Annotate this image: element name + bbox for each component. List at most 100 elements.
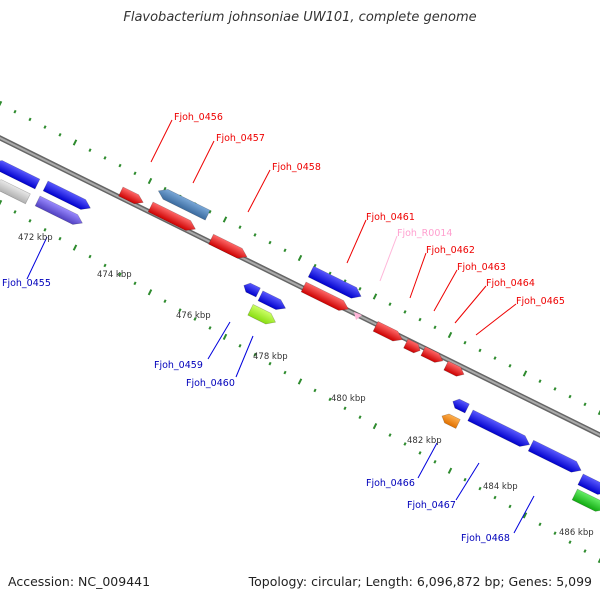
tick-mark [358,415,362,419]
tick-mark [58,133,62,137]
tick-mark [597,556,600,564]
tick-mark [493,495,497,500]
tick-mark [103,263,107,268]
label-leaders [26,119,535,534]
kbp-tick-label: 480 kbp [331,394,366,404]
gene-arrow[interactable] [147,201,198,234]
kbp-tick-label: 482 kbp [407,436,442,446]
gene-arrow[interactable] [300,281,351,314]
tick-mark [28,117,32,122]
tick-mark [328,397,332,402]
genome-summary-text: Topology: circular; Length: 6,096,872 bp… [248,574,592,589]
gene-arrow[interactable] [372,321,405,344]
tick-mark [568,540,572,544]
tick-mark [538,379,542,383]
tick-mark [283,248,287,253]
gene-arrow[interactable] [156,186,211,221]
gene-arrow[interactable] [571,488,600,515]
tick-mark [72,244,78,251]
tick-mark [403,442,407,446]
tick-mark [268,240,272,245]
gene-label[interactable]: Fjoh_0458 [272,162,321,173]
tick-mark [58,236,62,241]
tick-mark [568,394,572,399]
gene-arrow[interactable] [242,281,261,298]
tick-mark [0,199,3,207]
tick-mark [553,387,557,391]
gene-label[interactable]: Fjoh_0468 [461,533,510,544]
gene-arrow[interactable] [0,176,31,205]
tick-mark [297,378,303,385]
gene-label[interactable]: Fjoh_0460 [186,378,235,389]
gene-arrow[interactable] [527,439,584,476]
gene-label[interactable]: Fjoh_0456 [174,112,223,123]
gene-features[interactable] [0,157,600,515]
gene-label[interactable]: Fjoh_0467 [407,500,456,511]
gene-arrow[interactable] [247,304,278,327]
tick-mark [88,254,92,259]
gene-label[interactable]: Fjoh_0462 [426,245,475,256]
tick-mark [372,293,378,300]
tick-mark [238,344,242,348]
tick-mark [103,156,107,160]
gene-label[interactable]: Fjoh_0464 [486,278,535,289]
tick-mark [118,163,122,168]
gene-label[interactable]: Fjoh_0465 [516,296,565,307]
tick-mark [388,302,392,306]
tick-mark [147,177,153,185]
tick-mark [433,460,437,464]
tick-mark [583,549,587,553]
gene-label[interactable]: Fjoh_0461 [366,212,415,223]
tick-mark [253,352,257,357]
tick-mark [147,289,153,296]
tick-mark [478,348,482,353]
tick-mark [43,125,47,129]
tick-mark [463,340,467,345]
tick-mark [118,272,122,277]
kbp-tick-label: 476 kbp [176,311,211,321]
gene-arrow[interactable] [443,360,466,379]
tick-mark [222,216,228,223]
gene-label[interactable]: Fjoh_0463 [457,262,506,273]
gene-label[interactable]: Fjoh_0466 [366,478,415,489]
tick-mark [163,299,167,303]
tick-mark [372,422,378,430]
tick-mark [208,326,212,330]
genome-title: Flavobacterium johnsoniae UW101, complet… [123,10,477,25]
tick-mark [418,317,422,322]
gene-arrow[interactable] [451,397,470,414]
gene-arrow[interactable] [403,338,423,355]
gene-arrow[interactable] [208,233,250,262]
tick-mark [72,139,78,146]
tick-mark [403,310,407,314]
trna-marker[interactable] [354,312,362,320]
tick-mark [358,287,362,291]
tick-mark [447,467,453,474]
gene-arrow[interactable] [34,195,85,228]
gene-arrow[interactable] [420,346,445,366]
tick-mark [253,233,257,237]
gene-arrow[interactable] [42,180,93,213]
gene-arrow[interactable] [467,409,532,450]
gene-arrow[interactable] [118,186,146,207]
gene-labels-bottom: Fjoh_0455 Fjoh_0459 Fjoh_0460 Fjoh_0466 … [2,278,510,544]
gene-arrow[interactable] [257,290,288,313]
kbp-tick-label: 486 kbp [559,528,594,538]
gene-arrow[interactable] [440,412,461,429]
gene-arrow[interactable] [0,157,41,190]
tick-mark [193,317,197,321]
gene-arrow[interactable] [307,265,364,302]
gene-label[interactable]: Fjoh_0459 [154,360,203,371]
tick-mark [297,254,303,262]
tick-mark [463,477,467,482]
gene-label[interactable]: Fjoh_0455 [2,278,51,289]
tick-mark [418,451,422,455]
tick-mark [43,227,47,232]
tick-mark [0,100,3,108]
gene-label[interactable]: Fjoh_R0014 [397,228,452,239]
tick-mark [133,171,137,176]
tick-mark [538,522,542,527]
kbp-tick-label: 472 kbp [18,233,53,243]
gene-label[interactable]: Fjoh_0457 [216,133,265,144]
